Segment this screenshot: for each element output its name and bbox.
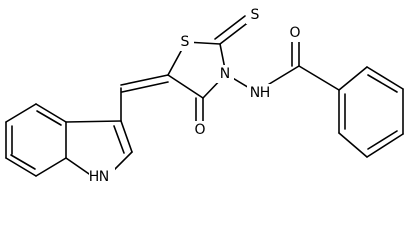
indole-hydrogen-label: H <box>89 169 100 185</box>
pyrrole-bond-c2-inner <box>113 125 125 154</box>
exocyclic-double-bond <box>120 74 169 93</box>
phenyl-bond-5 <box>338 132 368 158</box>
atom-labels: S S N N H O O N H <box>89 6 304 186</box>
phenyl-inner-2 <box>367 130 398 150</box>
indole-benz-inner-2 <box>10 154 36 170</box>
indole-benzene-ring <box>5 103 67 177</box>
thione-sulfur-label: S <box>251 7 260 23</box>
indole-benz-bond-4 <box>5 157 37 177</box>
indole-benz-bond-6 <box>5 103 37 123</box>
ring-nitrogen-label: N <box>220 66 230 82</box>
label-bg-ring-o <box>191 121 209 139</box>
phenyl-bond-2 <box>366 66 404 90</box>
label-bg-indole-nh <box>89 168 115 186</box>
pyrrole-bond-c3-c2 <box>120 120 133 153</box>
thione-double-bond <box>214 15 251 45</box>
phenyl-inner-1 <box>367 74 398 93</box>
exocyclic-line-1 <box>120 74 169 86</box>
bond-carbonyl-c-phenyl <box>298 65 340 91</box>
phenyl-ring <box>338 66 404 158</box>
thione-bond-line-1 <box>219 20 251 45</box>
amide-nitrogen-label: N <box>250 85 260 101</box>
amide-hydrogen-label: H <box>260 85 271 101</box>
label-bg-ring-n <box>216 65 234 83</box>
indole-benz-bond-1 <box>35 103 67 123</box>
amide-oxygen-label: O <box>289 25 300 41</box>
ring-carbonyl-double-bond <box>195 97 204 125</box>
label-bg-thiazolidine-s <box>176 33 194 51</box>
bond-c4-c5 <box>167 74 204 99</box>
thiazolidine-sulfur-label: S <box>181 34 190 50</box>
pyrrole-bond-c3a-c3 <box>65 120 122 123</box>
label-bg-thione-s <box>246 6 264 24</box>
pyrrole-bond-n1-c7a <box>65 157 93 177</box>
label-bg-amide-o <box>286 24 304 42</box>
thione-bond-line-2 <box>214 15 246 40</box>
exocyclic-line-2 <box>121 81 169 93</box>
amide-linker-bonds <box>225 65 340 93</box>
indole-benz-bond-3 <box>35 157 67 177</box>
phenyl-bond-1 <box>338 66 368 91</box>
indole-benz-inner-1 <box>36 110 62 126</box>
amide-carbonyl-double-bond <box>291 39 300 67</box>
ring-oxygen-label: O <box>194 122 205 138</box>
label-bg-amide-nh <box>247 84 271 102</box>
indole-pyrrole-ring <box>65 87 133 177</box>
indole-nitrogen-label: N <box>99 169 109 185</box>
phenyl-bond-4 <box>366 133 404 158</box>
chemical-structure-diagram: S S N N H O O N H <box>5 6 404 186</box>
